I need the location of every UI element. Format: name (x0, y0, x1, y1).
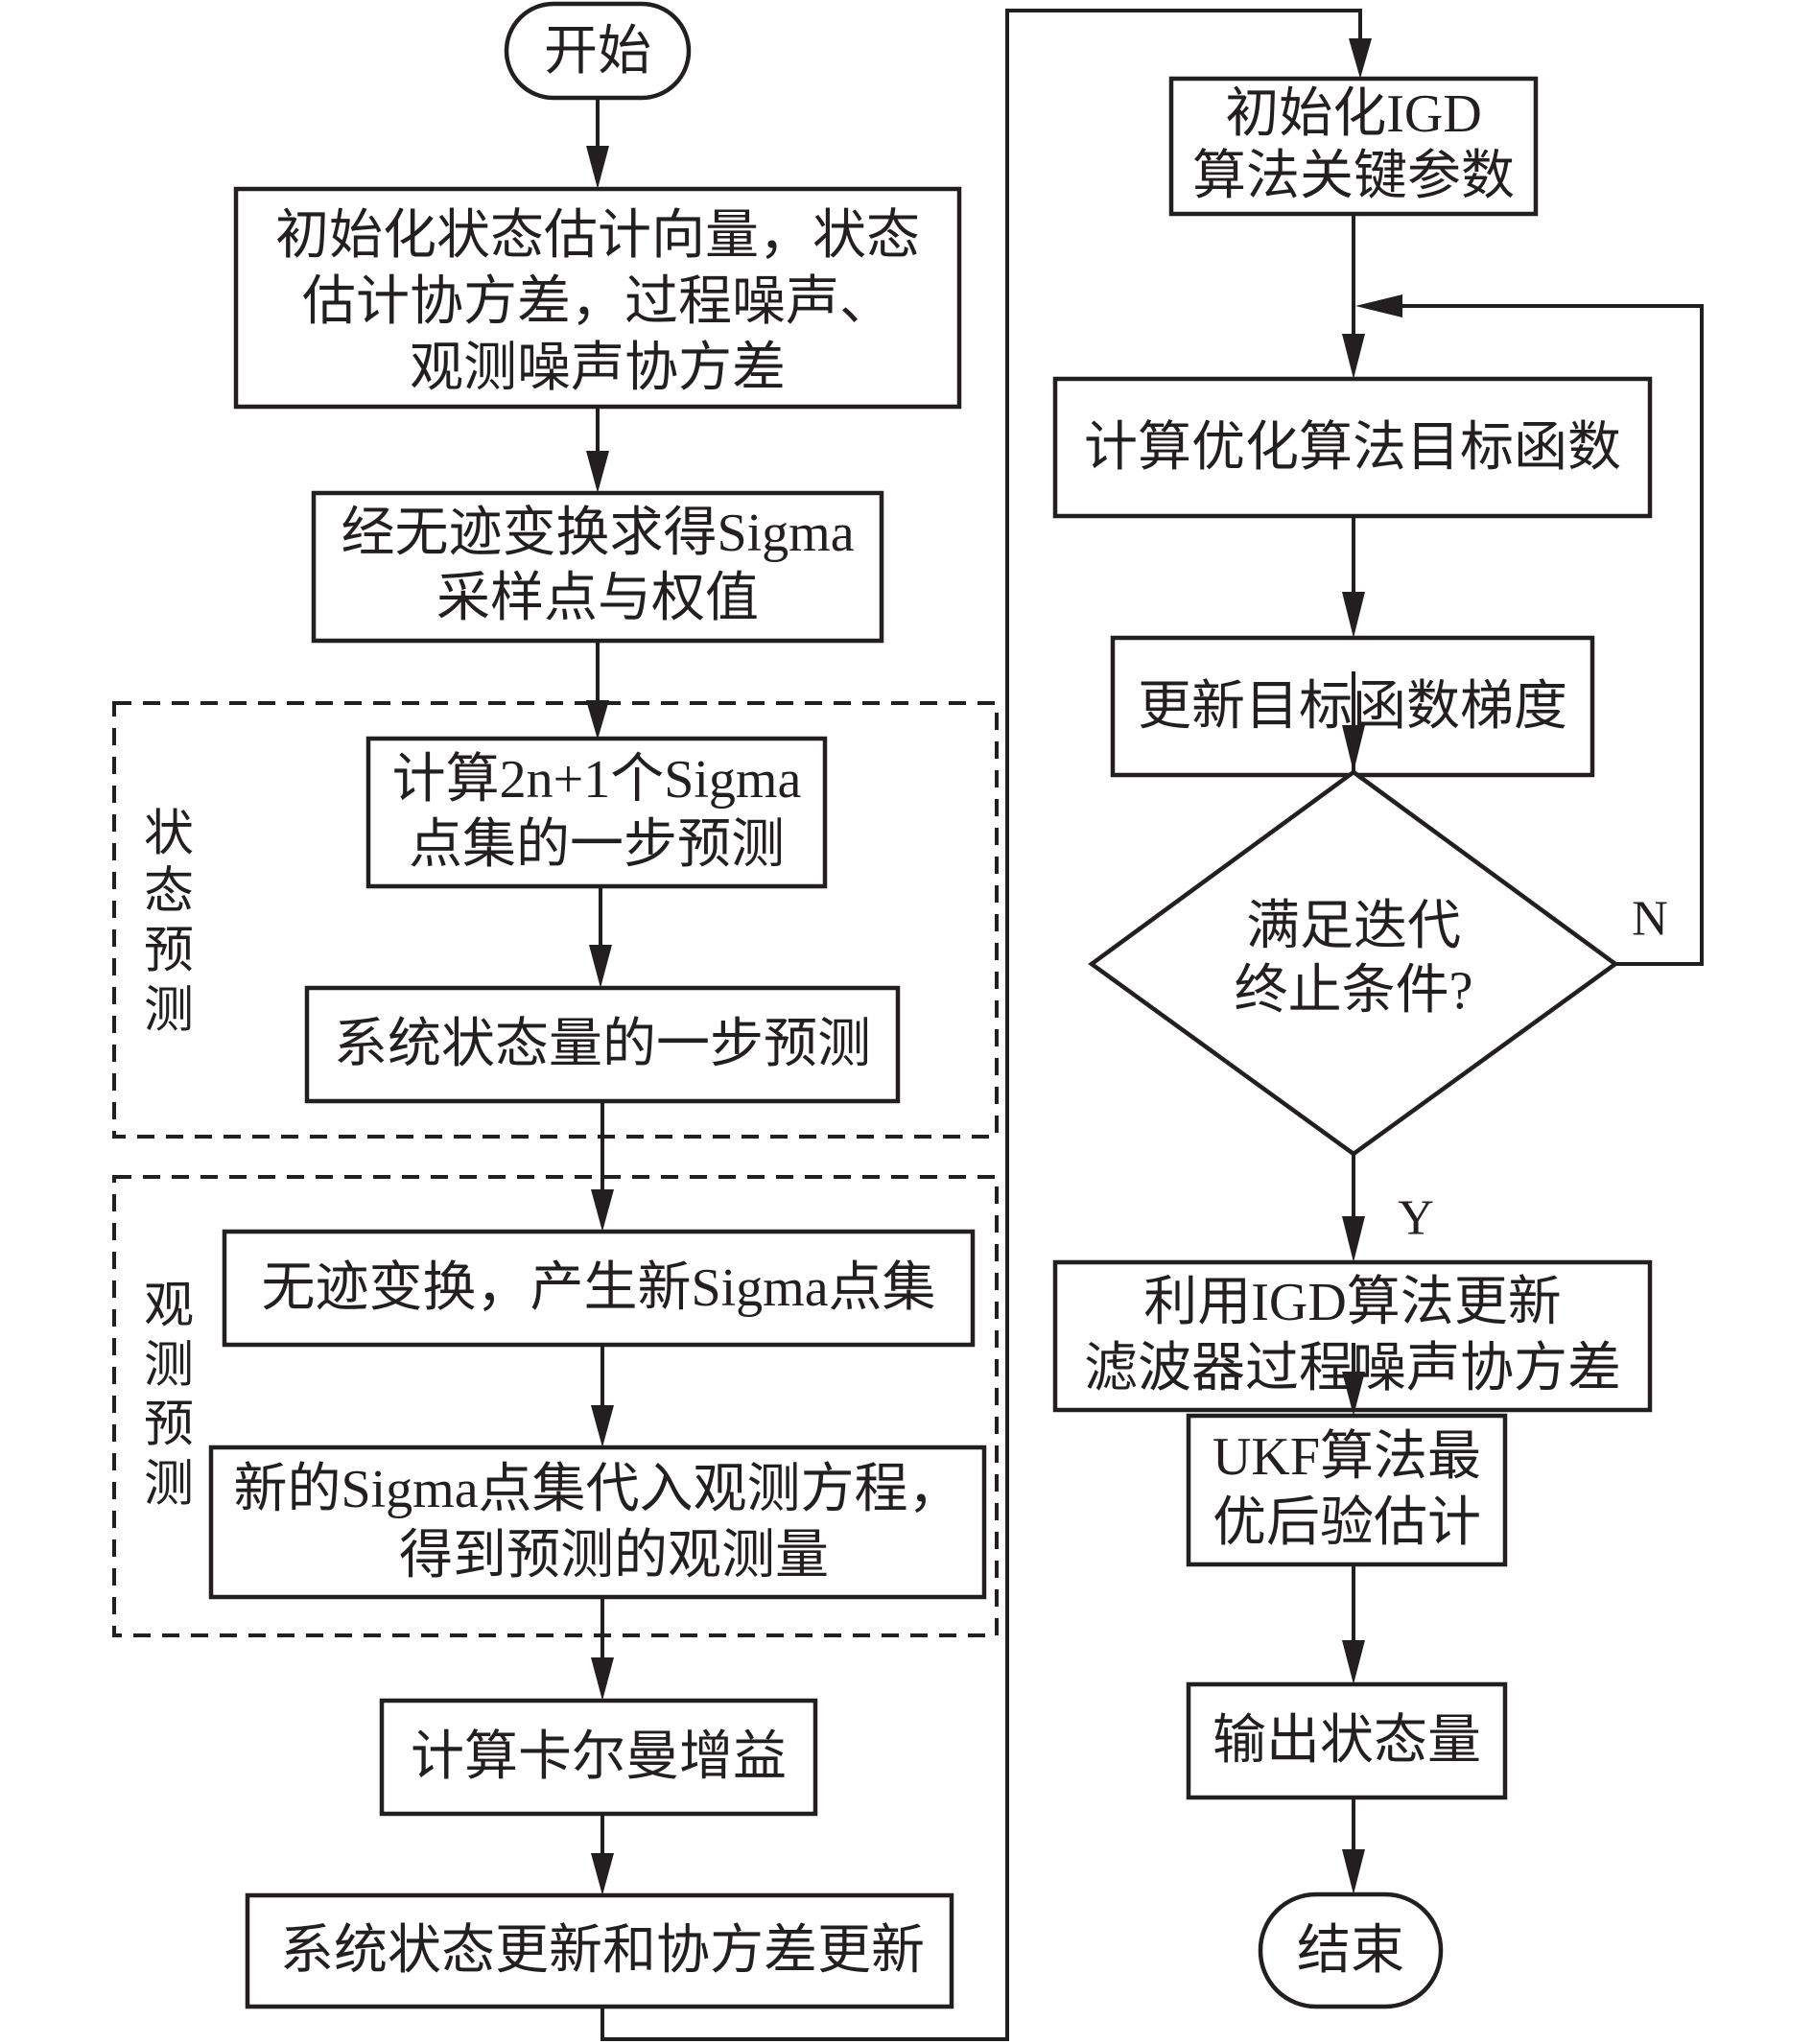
arrow-sigma-to-onestep (586, 641, 609, 740)
arrow-obs-to-gain (591, 1597, 614, 1701)
sigma-one-step-box: 计算2n+1个Sigma 点集的一步预测 (365, 736, 828, 889)
yes-branch-arrow: Y (1342, 1154, 1434, 1262)
init-igd-box: 初始化IGD 算法关键参数 (1168, 76, 1539, 217)
connector-left-to-right (600, 9, 1372, 2041)
ukf-posterior-line-1: UKF算法最 (1213, 1427, 1481, 1487)
end-label: 结束 (1297, 1921, 1404, 1981)
output-state-box: 输出状态量 (1186, 1681, 1508, 1800)
observation-equation-line-2: 得到预测的观测量 (399, 1526, 829, 1586)
ukf-posterior-line-2: 优后验估计 (1213, 1493, 1481, 1553)
init-state-line-1: 初始化状态估计向量，状态 (275, 206, 920, 266)
state-prediction-group: 状 态 预 测 计算2n+1个Sigma 点集的一步预测 系统状态量的一步预测 (112, 701, 999, 1139)
obs-prediction-label-char-4: 测 (144, 1458, 194, 1513)
unscented-transform-box: 无迹变换，产生新Sigma点集 (222, 1229, 976, 1348)
unscented-transform-line-1: 无迹变换，产生新Sigma点集 (261, 1258, 935, 1318)
decision-line-1: 满足迭代 (1246, 897, 1461, 956)
obs-prediction-label-char-1: 观 (144, 1280, 194, 1334)
obs-prediction-label-char-3: 预 (144, 1398, 194, 1453)
arrow-state-to-ut (591, 1101, 614, 1232)
yes-label: Y (1398, 1191, 1434, 1246)
sigma-sampling-box: 经无迹变换求得Sigma 采样点与权值 (311, 490, 884, 644)
state-prediction-label-char-1: 状 (144, 808, 194, 862)
kalman-gain-box: 计算卡尔曼增益 (379, 1698, 818, 1817)
init-state-line-3: 观测噪声协方差 (410, 339, 786, 398)
state-cov-update-line-1: 系统状态更新和协方差更新 (280, 1921, 925, 1981)
state-prediction-label-char-4: 测 (144, 984, 194, 1039)
init-igd-line-2: 算法关键参数 (1192, 147, 1515, 206)
start-label: 开始 (544, 22, 651, 82)
sigma-one-step-line-1: 计算2n+1个Sigma (392, 750, 802, 810)
state-one-step-line-1: 系统状态量的一步预测 (334, 1015, 871, 1074)
state-prediction-label-char-3: 预 (144, 925, 194, 979)
igd-update-line-1: 利用IGD算法更新 (1143, 1273, 1562, 1332)
sigma-sampling-line-1: 经无迹变换求得Sigma (341, 504, 854, 563)
arrow-start-to-init (586, 98, 609, 189)
arrow-output-to-end (1342, 1797, 1365, 1894)
state-one-step-box: 系统状态量的一步预测 (304, 985, 901, 1104)
arrow-igd-to-objective (1342, 214, 1365, 379)
obs-prediction-label-char-2: 测 (144, 1339, 194, 1394)
state-cov-update-box: 系统状态更新和协方差更新 (245, 1892, 954, 2009)
objective-line-1: 计算优化算法目标函数 (1084, 418, 1621, 478)
observation-prediction-group: 观 测 预 测 无迹变换，产生新Sigma点集 新的Sigma点集代入观测方程，… (112, 1175, 999, 1637)
arrow-init-to-sigma (586, 407, 609, 493)
arrow-gradient-to-decision-2 (1342, 671, 1365, 772)
arrow-gain-to-update (591, 1814, 614, 1895)
kalman-gain-line-1: 计算卡尔曼增益 (411, 1727, 787, 1787)
output-state-line-1: 输出状态量 (1213, 1711, 1481, 1771)
end-terminal: 结束 (1258, 1891, 1444, 2009)
arrow-igd-to-ukf (1342, 1343, 1365, 1416)
objective-box: 计算优化算法目标函数 (1052, 376, 1653, 519)
start-terminal: 开始 (504, 1, 692, 101)
decision-line-2: 终止条件? (1235, 961, 1473, 1021)
init-state-line-2: 估计协方差，过程噪声、 (302, 272, 893, 332)
arrow-onestep-to-state (589, 886, 612, 988)
init-state-box: 初始化状态估计向量，状态 估计协方差，过程噪声、 观测噪声协方差 (233, 186, 962, 410)
observation-equation-line-1: 新的Sigma点集代入观测方程， (233, 1460, 961, 1519)
decision-diamond: 满足迭代 终止条件? (1088, 769, 1619, 1157)
ukf-posterior-box: UKF算法最 优后验估计 (1186, 1413, 1508, 1567)
no-branch-loop: N (1355, 294, 1704, 966)
sigma-one-step-line-2: 点集的一步预测 (409, 815, 785, 875)
arrow-ukf-to-output (1342, 1564, 1365, 1684)
arrow-ut-to-obs (591, 1345, 614, 1447)
observation-equation-box: 新的Sigma点集代入观测方程， 得到预测的观测量 (208, 1445, 987, 1600)
sigma-sampling-line-2: 采样点与权值 (436, 569, 759, 628)
state-prediction-label-char-2: 态 (144, 865, 194, 920)
no-label: N (1632, 892, 1668, 947)
init-igd-line-1: 初始化IGD (1225, 84, 1482, 144)
arrow-objective-to-gradient (1342, 516, 1365, 638)
